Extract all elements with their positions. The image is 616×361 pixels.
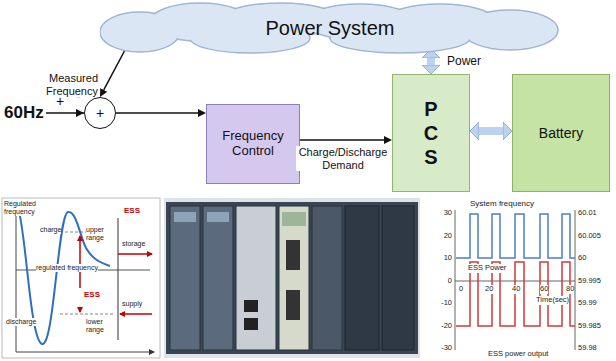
axis-tick: 59.99	[578, 299, 597, 308]
chart-caption: ESS power output	[488, 350, 548, 359]
graph-axis	[16, 206, 17, 352]
graph-label: supply	[122, 300, 142, 308]
node-text: Power System	[266, 17, 395, 40]
led-panel	[282, 212, 306, 226]
battery-box: Battery	[512, 74, 610, 192]
plc-module	[279, 206, 309, 350]
plc-photo	[164, 198, 420, 358]
graph-axis	[16, 352, 154, 353]
plc-module	[382, 206, 414, 350]
port	[286, 290, 300, 320]
axis-tick: 59.995	[578, 277, 601, 286]
graph-label: lower range	[86, 318, 116, 334]
led-panel	[207, 212, 229, 222]
photo-ground	[164, 198, 420, 358]
cloud-bump	[463, 11, 557, 49]
plc-module	[236, 206, 276, 350]
plc-module	[203, 206, 233, 350]
edge-label: Power	[447, 55, 481, 69]
axis-tick: 60	[540, 285, 548, 294]
node-text: PCS	[421, 97, 441, 169]
axis-tick: 80	[566, 285, 574, 294]
range-line	[60, 314, 114, 315]
axis-tick: 30	[430, 209, 452, 218]
frequency-chart	[455, 210, 575, 350]
axis-tick: 10	[430, 254, 452, 263]
node-label: Power System	[266, 17, 395, 40]
axis-tick: 60	[578, 254, 586, 263]
supply-arrow	[120, 313, 152, 315]
plc-rack	[166, 202, 418, 354]
power-flow-arrow	[427, 58, 435, 65]
node-text: Frequency Control	[207, 129, 299, 159]
frequency-wave	[456, 214, 575, 258]
ess-line	[118, 218, 119, 340]
axis-tick: 59.985	[578, 322, 601, 331]
port	[244, 318, 258, 330]
node-label: PCS	[421, 97, 441, 169]
axis-tick: 60.01	[578, 209, 597, 218]
led-panel	[174, 212, 196, 222]
graph-label: Regulated frequency	[4, 200, 48, 216]
power-flow-arrow	[479, 127, 503, 135]
edge-label: Measured Frequency	[34, 72, 98, 97]
graph-label: discharge	[6, 318, 36, 326]
chart-title: System frequency	[470, 199, 534, 208]
pcs-box: PCS	[392, 74, 470, 192]
graph-frame	[2, 198, 160, 358]
storage-arrow	[118, 253, 152, 255]
graph-label: charge	[40, 226, 61, 234]
plc-module	[170, 206, 200, 350]
edge-label: Charge/Discharge Demand	[296, 146, 390, 171]
node-text: Battery	[539, 125, 583, 141]
graph-label: ESS	[84, 290, 100, 299]
cloud-border	[100, 3, 558, 53]
signal-arrow	[104, 50, 125, 90]
power-wave	[456, 262, 575, 326]
axis-tick: -20	[430, 322, 452, 331]
input-arrow	[46, 112, 84, 114]
plc-module	[345, 206, 379, 350]
regulation-graph	[2, 198, 160, 358]
node-label: +	[96, 105, 104, 121]
range-arrow	[79, 308, 81, 312]
axis-title: Time(sec)	[536, 296, 569, 305]
graph-label: storage	[122, 240, 145, 248]
axis-tick: 60.005	[578, 232, 601, 241]
axis-tick: 59.98	[578, 344, 597, 353]
chart-axis	[455, 210, 456, 350]
cloud-shape: Power System	[100, 2, 560, 54]
series-label: ESS Power	[468, 264, 506, 273]
range-arrow	[79, 272, 81, 288]
summing-junction: +	[84, 97, 116, 129]
axis-tick: 40	[512, 285, 520, 294]
chart-axis	[575, 210, 576, 350]
graph-label: ESS	[124, 206, 140, 215]
node-text: +	[96, 105, 104, 121]
axis-tick: 0	[430, 277, 452, 286]
node-label: Battery	[539, 125, 583, 141]
control-box: Frequency Control	[206, 104, 300, 184]
axis-tick: 20	[485, 285, 493, 294]
node-label: Frequency Control	[207, 129, 299, 159]
axis-tick: -30	[430, 344, 452, 353]
signal-arrow	[300, 139, 384, 141]
signal-arrow	[116, 112, 198, 114]
input-label: 60Hz	[4, 103, 44, 123]
plc-module	[312, 206, 342, 350]
axis-tick: 0	[459, 285, 463, 294]
graph-label: upper range	[86, 226, 116, 242]
axis-tick: 20	[430, 232, 452, 241]
graph-label: regulated frequency	[36, 264, 98, 272]
cloud-fill	[101, 4, 557, 52]
port	[286, 240, 300, 270]
port	[244, 300, 258, 312]
axis-tick: -10	[430, 299, 452, 308]
